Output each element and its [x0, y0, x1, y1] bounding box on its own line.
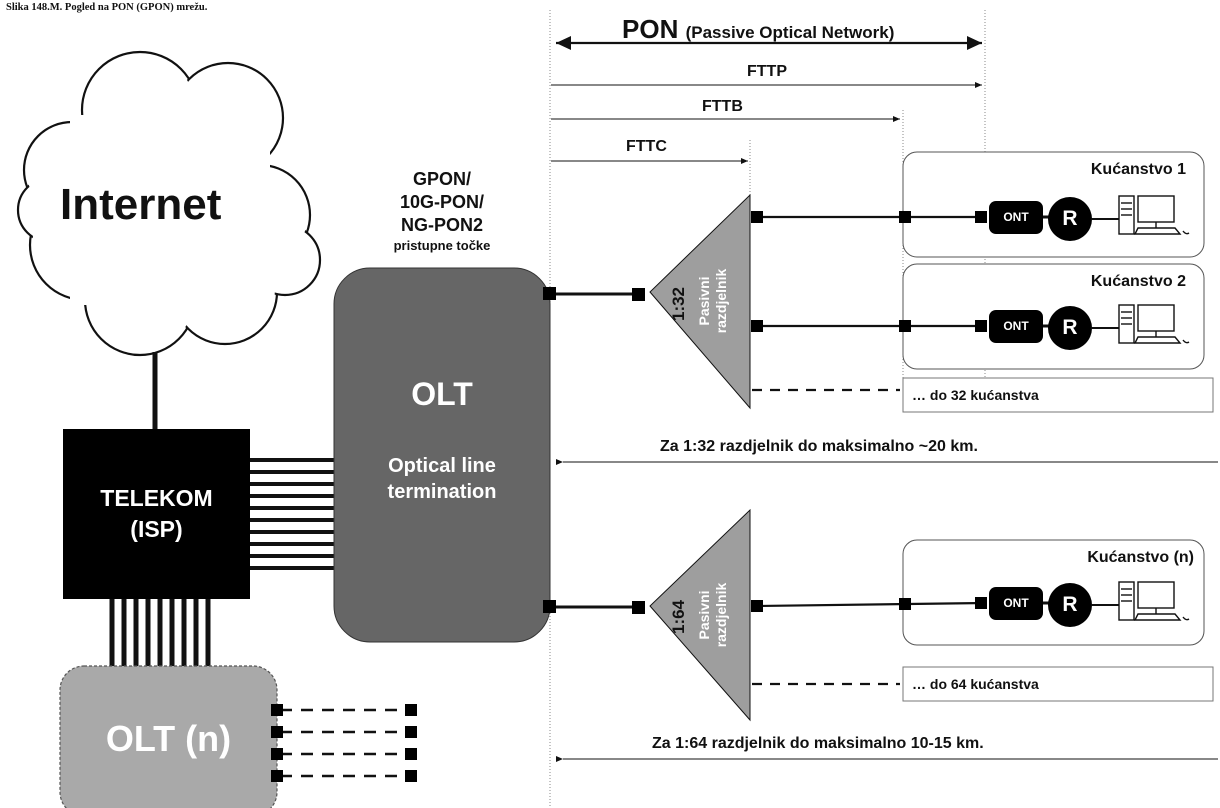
household-2-devices [989, 304, 1190, 350]
figure-caption: Slika 148.M. Pogled na PON (GPON) mrežu. [6, 2, 208, 13]
fttc-label: FTTC [626, 138, 667, 155]
fttb-label: FTTB [702, 98, 743, 115]
pon-title-main: PON [622, 14, 679, 44]
pon-title: PON (Passive Optical Network) [622, 14, 894, 45]
access-points-label: GPON/ 10G-PON/ NG-PON2 pristupne točke [362, 168, 522, 255]
more-64-box [902, 666, 1214, 702]
splitter-2 [649, 508, 751, 722]
router-device [1048, 197, 1092, 241]
more-32-box [902, 377, 1214, 413]
household-connectors [751, 211, 987, 612]
olt-n-label: OLT (n) [105, 718, 232, 759]
ont-device [989, 587, 1043, 620]
telekom-label: TELEKOM (ISP) [63, 483, 250, 545]
access-line3: NG-PON2 [400, 215, 483, 235]
range-32-label: Za 1:32 razdjelnik do maksimalno ~20 km. [660, 438, 978, 455]
splitter-1-label-1: Pasivni [696, 276, 712, 325]
ont-label-2: ONT [1003, 319, 1029, 333]
ont-device [989, 201, 1043, 234]
household-n-devices [989, 581, 1190, 627]
telekom-box [63, 429, 250, 599]
range-64-label: Za 1:64 razdjelnik do maksimalno 10-15 k… [652, 735, 984, 752]
connector [632, 601, 645, 614]
router-label-n: R [1062, 593, 1078, 616]
computer-icon [1118, 195, 1190, 235]
splitter-2-label-2: razdjelnik [713, 583, 729, 648]
connector [543, 287, 556, 300]
splitter-1-ratio: 1:32 [669, 287, 688, 321]
router-label-2: R [1062, 316, 1078, 339]
computer-icon [1118, 304, 1190, 344]
telekom-label-line1: TELEKOM [100, 485, 213, 511]
household-1-devices [989, 195, 1190, 241]
olt-title: OLT [411, 376, 473, 412]
household-n-label: Kućanstvo (n) [1087, 549, 1194, 566]
more-64-label: … do 64 kućanstva [912, 676, 1039, 692]
splitter-2-label-1: Pasivni [696, 590, 712, 639]
splitter-1 [649, 193, 751, 410]
pon-title-sub: (Passive Optical Network) [685, 23, 895, 42]
household-1-label: Kućanstvo 1 [1090, 161, 1186, 178]
olt-n-outputs [271, 704, 417, 782]
router-label-1: R [1062, 207, 1078, 230]
router-device [1048, 583, 1092, 627]
fiber-household-n [755, 601, 986, 608]
access-line4: pristupne točke [393, 238, 491, 253]
olt-description: Optical line termination [334, 453, 550, 505]
olt-desc-line1: Optical line [388, 455, 496, 477]
telekom-olt-fiber-bundle [250, 458, 336, 570]
olt-n-box [59, 665, 278, 808]
olt-desc-line2: termination [387, 481, 497, 503]
access-line2: 10G-PON/ [399, 192, 485, 212]
connector [632, 288, 645, 301]
fttp-label: FTTP [747, 63, 787, 80]
splitter-1-label-2: razdjelnik [713, 269, 729, 334]
connector [543, 600, 556, 613]
internet-label: Internet [60, 180, 222, 229]
computer-icon [1118, 581, 1190, 621]
more-32-label: … do 32 kućanstva [912, 387, 1039, 403]
access-line1: GPON/ [412, 169, 471, 189]
router-device [1048, 306, 1092, 350]
splitter-2-ratio: 1:64 [669, 599, 688, 634]
household-2-label: Kućanstvo 2 [1090, 273, 1186, 290]
olt-box [333, 267, 551, 643]
internet-cloud [16, 50, 322, 357]
telekom-oltn-fiber-bundle [109, 599, 211, 668]
telekom-label-line2: (ISP) [130, 516, 183, 542]
ont-device [989, 310, 1043, 343]
ont-label-1: ONT [1003, 210, 1029, 224]
ont-label-n: ONT [1003, 596, 1029, 610]
